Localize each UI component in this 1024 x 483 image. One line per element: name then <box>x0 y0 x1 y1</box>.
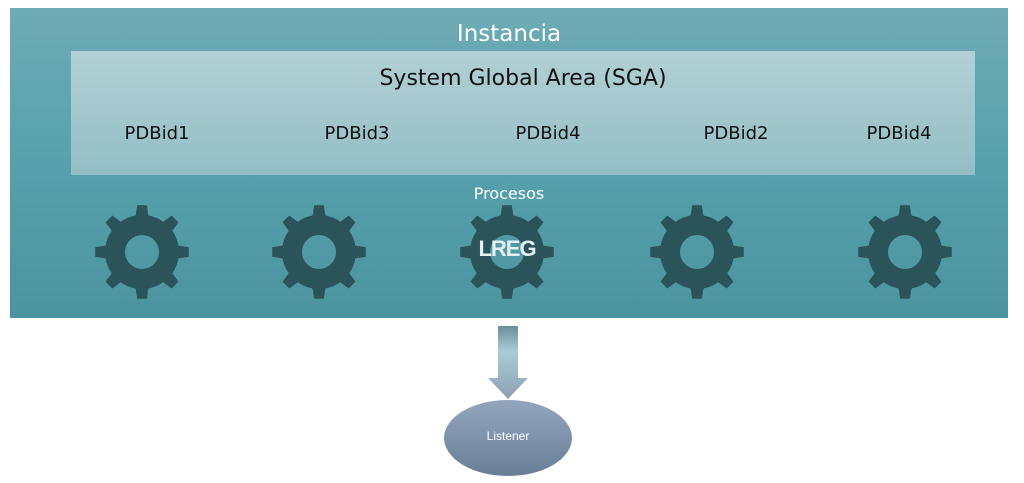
instance-box: Instancia System Global Area (SGA) PDBid… <box>10 8 1008 318</box>
gear-icon <box>855 202 955 302</box>
instance-title: Instancia <box>456 21 562 47</box>
arrow-down-icon <box>488 326 528 399</box>
gear-icon <box>647 202 747 302</box>
sga-box: System Global Area (SGA) PDBid1 PDBid3 P… <box>71 51 975 175</box>
sga-title: System Global Area (SGA) <box>379 66 667 91</box>
pdb-label: PDBid4 <box>515 123 581 144</box>
gear-icon-lreg: LREG <box>457 202 557 302</box>
lreg-label: LREG <box>478 236 536 261</box>
gear-icon <box>269 202 369 302</box>
gear-shape <box>92 202 192 302</box>
gear-shape <box>855 202 955 302</box>
listener-node: Listener <box>444 400 572 476</box>
processes-label: Procesos <box>473 184 545 203</box>
gear-shape <box>647 202 747 302</box>
pdb-label: PDBid3 <box>324 123 390 144</box>
listener-label: Listener <box>486 429 530 443</box>
gear-shape <box>269 202 369 302</box>
pdb-label: PDBid4 <box>866 123 932 144</box>
pdb-label: PDBid1 <box>124 123 190 144</box>
gear-icon <box>92 202 192 302</box>
pdb-label: PDBid2 <box>703 123 769 144</box>
